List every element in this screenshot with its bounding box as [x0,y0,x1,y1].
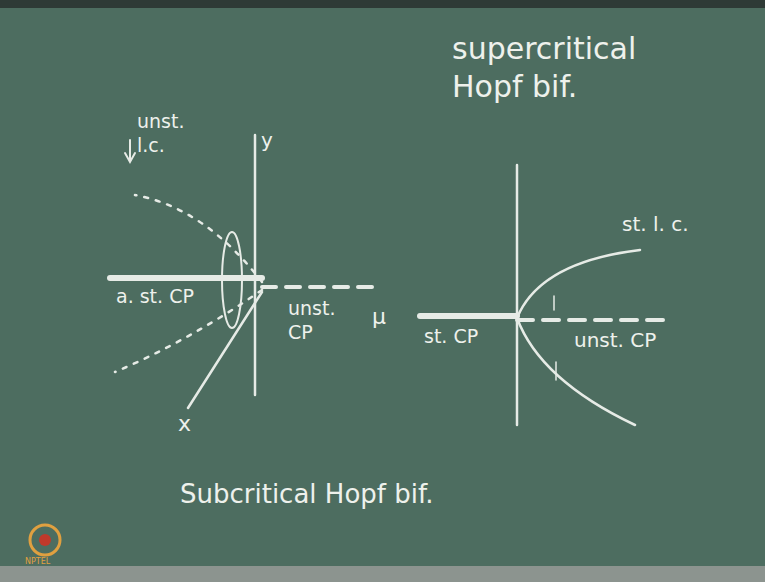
branch-label: st. CP [424,325,478,349]
axis-label: y [261,128,273,153]
stable-branch [420,313,517,319]
limit-cycle-label: st. l. c. [622,212,689,237]
y-axis [516,165,519,425]
logo-center [39,534,51,546]
unstable-branch [262,285,375,289]
branch-label: a. st. CP [116,285,194,309]
axis-label: μ [372,303,386,331]
axis-label: x [178,410,191,438]
board-frame [0,0,765,8]
pointer-arrow [129,140,131,160]
logo-ring [30,525,60,555]
orbit-mark [555,362,557,380]
bifurcation-title: supercritical Hopf bif. [452,30,697,105]
limit-cycle-orbit [222,232,242,328]
stable-branch [110,275,262,281]
arrow-head [125,153,135,162]
y-axis [254,135,257,395]
branch-label: unst. CP [574,328,656,353]
limit-cycle-label: unst. l.c. [137,110,192,158]
branch-label: unst. CP [288,297,350,345]
unstable-limit-cycle-branch [135,195,262,282]
orbit-mark [553,296,555,310]
unstable-branch [517,318,665,322]
logo-text: NPTEL [25,557,50,567]
bifurcation-title: Subcritical Hopf bif. [180,478,433,511]
chalk-ledge [0,566,765,582]
